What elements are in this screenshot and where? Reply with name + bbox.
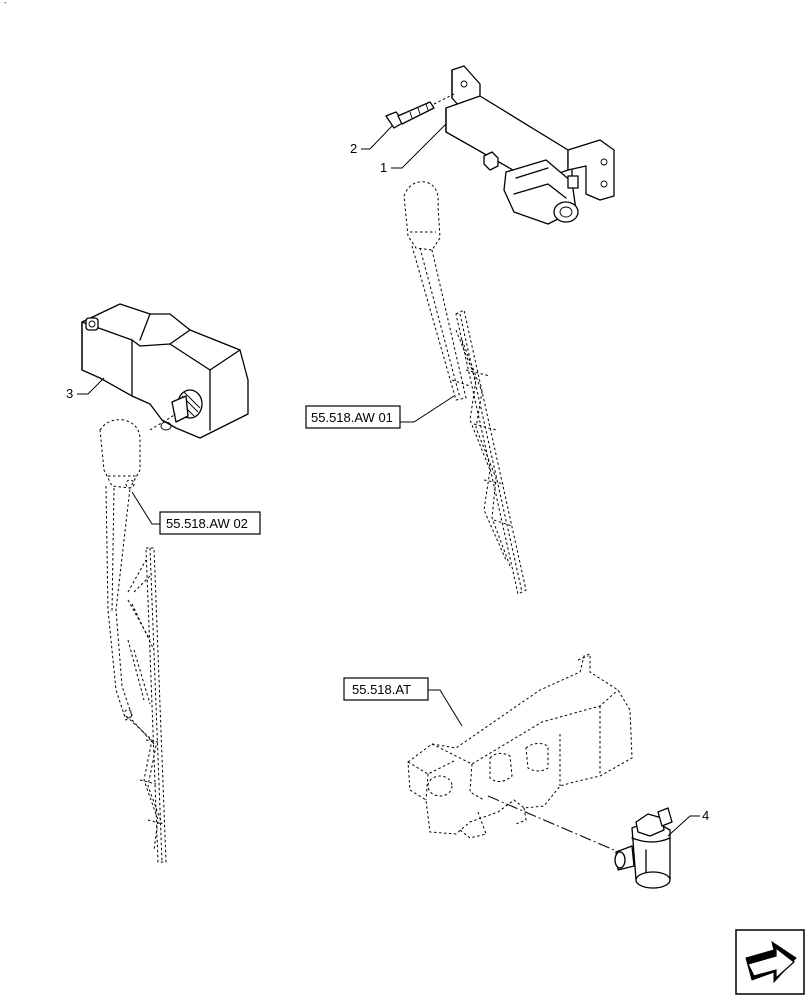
washer-pump-part <box>614 807 673 889</box>
callout-1: 1 <box>380 160 387 175</box>
leader-2 <box>361 125 393 150</box>
wiper-arm-upper <box>403 181 527 595</box>
leader-aw01 <box>400 395 455 423</box>
wiper-arm-lower <box>99 419 167 863</box>
ref-box-aw02[interactable] <box>159 511 261 535</box>
leader-3 <box>77 377 105 395</box>
next-page-arrow-icon[interactable] <box>735 929 805 995</box>
leader-at <box>428 689 463 727</box>
callout-4: 4 <box>702 808 709 823</box>
ref-aw02-label[interactable]: 55.518.AW 02 <box>166 516 248 531</box>
washer-reservoir-part <box>407 653 633 839</box>
callout-2: 2 <box>350 141 357 156</box>
ref-aw01-label[interactable]: 55.518.AW 01 <box>311 410 393 425</box>
motor-housing-part <box>81 303 249 439</box>
bolt-part <box>385 93 455 129</box>
ref-box-at[interactable] <box>343 677 429 701</box>
leader-4 <box>667 815 700 837</box>
bracket-motor-assembly <box>445 65 615 225</box>
callout-3: 3 <box>66 386 73 401</box>
ref-box-aw01[interactable] <box>305 405 401 429</box>
leader-1 <box>391 123 447 169</box>
leader-aw02 <box>131 491 160 525</box>
pump-axis-line <box>487 795 629 857</box>
corner-mark: ` <box>4 1 7 11</box>
ref-at-label[interactable]: 55.518.AT <box>352 682 411 697</box>
